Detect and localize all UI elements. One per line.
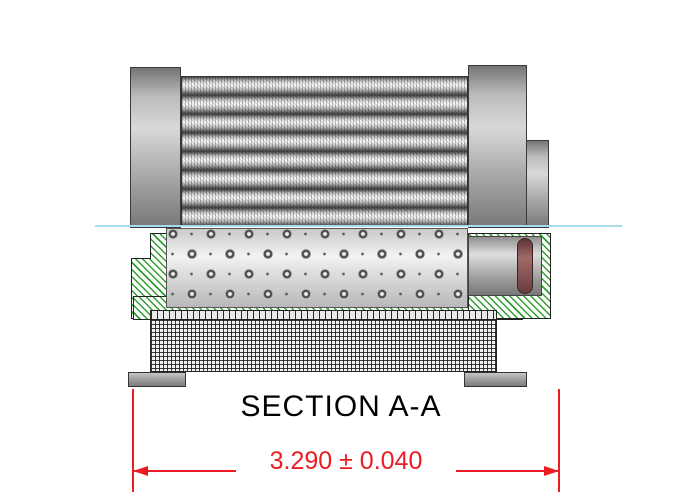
- end-cap-right-step: [526, 140, 549, 228]
- end-cap-right: [468, 65, 527, 228]
- section-cap-left-notch: [131, 233, 151, 259]
- dim-arrow-right: [544, 466, 559, 476]
- dim-arrow-left: [133, 466, 148, 476]
- end-cap-left: [130, 67, 181, 228]
- dim-extension-line-left: [132, 389, 134, 492]
- dim-text: 3.290 ± 0.040: [236, 447, 456, 476]
- filter-media-outer: [181, 76, 468, 226]
- dim-extension-line-right: [558, 389, 560, 492]
- end-cap-left-bottom: [128, 372, 186, 387]
- filter-media-section: [150, 319, 497, 372]
- end-cap-right-bottom: [464, 372, 527, 387]
- o-ring-seal: [517, 238, 533, 294]
- section-label: SECTION A-A: [240, 390, 442, 423]
- centerline: [95, 225, 622, 227]
- perforated-core-tube: [166, 228, 468, 308]
